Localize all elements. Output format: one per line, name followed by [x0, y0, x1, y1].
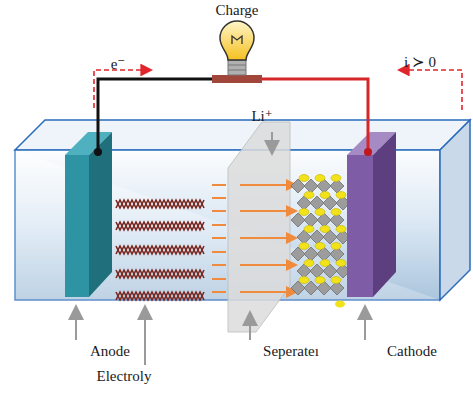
ion-dash	[212, 251, 226, 253]
ion-dash	[212, 278, 226, 280]
cathode-lattice	[291, 175, 350, 308]
lithium-ion	[299, 209, 309, 216]
ion-arrow	[240, 291, 296, 293]
lithium-ion	[315, 277, 325, 284]
lamp-label: Charge	[215, 2, 258, 19]
lithium-ion	[320, 226, 330, 233]
ion-label: Li⁺	[251, 108, 272, 125]
lithium-ion	[315, 243, 325, 250]
ion-arrow	[240, 237, 296, 239]
part-name: Cathode	[387, 343, 437, 360]
graphite-layers	[116, 200, 204, 300]
ion-dash	[212, 210, 226, 212]
current-label: i ≻ 0	[404, 54, 436, 71]
ion-dash	[212, 264, 226, 266]
ion-arrow	[240, 264, 296, 266]
ion-dash	[212, 237, 226, 239]
graphite-line	[116, 246, 204, 254]
lithium-ion	[320, 192, 330, 199]
lithium-ion	[315, 209, 325, 216]
ion-dash	[212, 224, 226, 226]
ion-arrow	[240, 184, 296, 186]
lithium-ion	[299, 175, 309, 182]
lattice-cell	[310, 230, 324, 244]
graphite-line	[116, 292, 204, 300]
graphite-line	[116, 270, 204, 278]
lithium-ion	[331, 209, 341, 216]
lithium-ion	[299, 243, 309, 250]
lithium-ion	[315, 175, 325, 182]
lattice-cell	[310, 264, 324, 278]
lithium-ion	[304, 226, 314, 233]
ion-flow	[212, 185, 296, 292]
part-name: Anode	[90, 343, 130, 360]
lithium-ion	[331, 175, 341, 182]
graphite-line	[116, 270, 204, 278]
ion-arrow	[240, 210, 296, 212]
lithium-ion	[331, 277, 341, 284]
lithium-ion	[336, 226, 346, 233]
lithium-ion	[336, 260, 346, 267]
lithium-ion	[335, 301, 345, 308]
ion-dash	[212, 197, 226, 199]
graphite-line	[116, 200, 204, 208]
lithium-ion	[336, 192, 346, 199]
lithium-ion	[320, 260, 330, 267]
lithium-ion	[304, 260, 314, 267]
ion-dash	[212, 291, 226, 293]
graphite-line	[116, 222, 204, 230]
graphite-line	[116, 200, 204, 208]
graphite-line	[116, 292, 204, 300]
lithium-ion	[331, 243, 341, 250]
ion-dash	[212, 184, 226, 186]
lithium-ion	[304, 192, 314, 199]
part-name: Electroly	[97, 368, 152, 385]
graphite-line	[116, 222, 204, 230]
lithium-ion	[299, 277, 309, 284]
part-name: Seperateı	[263, 343, 319, 360]
lattice-cell	[310, 196, 324, 210]
electron-label: e⁻	[111, 56, 126, 73]
graphite-line	[116, 246, 204, 254]
